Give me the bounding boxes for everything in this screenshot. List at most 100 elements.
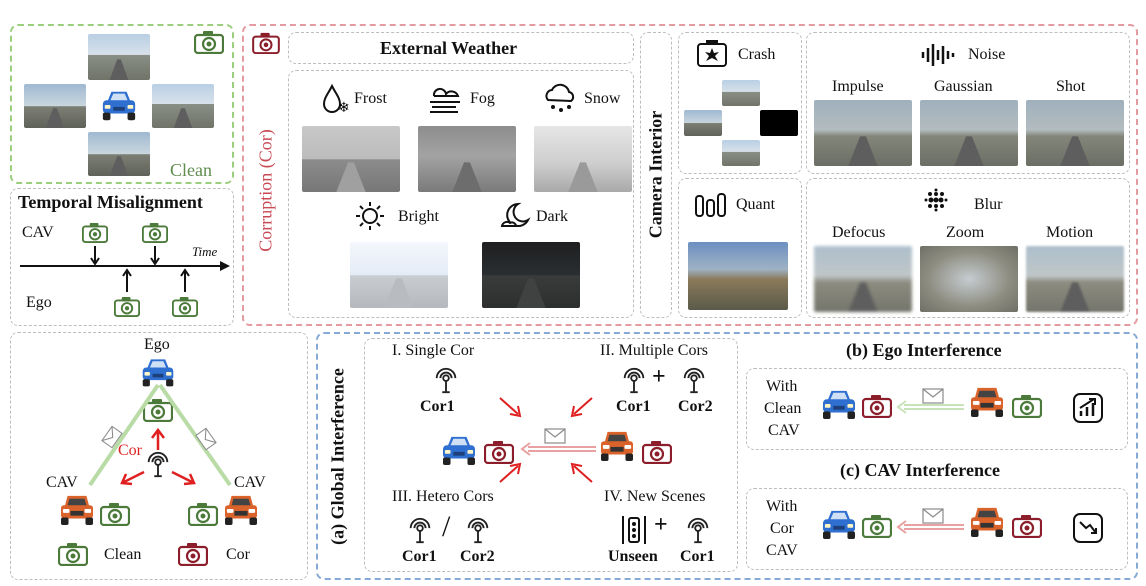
crash-black [760,110,798,136]
unseen-label: Unseen [608,548,658,565]
frost-label: Frost [354,90,387,107]
dark-photo [482,242,580,308]
red-arrows [499,397,593,483]
new-scenes-label: IV. New Scenes [604,488,706,505]
clean-panel [10,24,234,184]
cav-interference-title: (c) CAV Interference [840,460,1000,480]
crash-photo-left [684,110,722,136]
cav-interference-box [746,488,1128,570]
global-interference-box [364,338,738,572]
unseen-icon [622,516,646,544]
bright-icon [356,202,384,230]
ego-interference-title: (b) Ego Interference [846,340,1002,360]
external-weather-box [288,70,634,318]
snow-icon [545,83,575,112]
timeline-ticks [90,246,190,292]
ego-camera-icon-2 [172,296,198,317]
chart-up-icon [1073,393,1103,423]
ego-cav-label: CAV [768,422,800,439]
newscene-signal-icon [684,516,712,544]
triangle-edges [88,383,232,487]
cav-car-left-icon [58,494,96,526]
fog-icon [430,87,460,113]
hetero-signal-icon-1 [406,516,434,544]
blur-box [806,178,1130,318]
ego-clean-label: Clean [764,400,802,417]
zoom-photo [920,246,1018,312]
plus-1: + [652,364,666,390]
crash-icon [697,40,727,67]
triangle-cav-left-label: CAV [46,474,78,491]
fog-photo [418,126,516,192]
quant-label: Quant [736,196,776,213]
ego-interference-box [746,368,1128,450]
dark-icon [500,202,531,227]
clean-photo-top [88,34,150,80]
crash-box [678,32,802,174]
hetero-signal-icon-2 [464,516,492,544]
blur-label: Blur [974,196,1003,213]
plus-2: + [654,512,668,538]
multiple-signal-icon-1 [620,366,648,394]
cav-cor-label: Cor [770,520,794,537]
legend-cor-label: Cor [226,546,250,563]
quant-box [678,178,802,318]
noise-box [806,32,1130,174]
ego-b-car-icon [820,388,858,420]
snow-photo [534,126,632,192]
chart-down-icon [1073,513,1103,543]
svg-text:❄: ❄ [338,100,350,116]
gaussian-label: Gaussian [934,78,993,95]
bright-photo [350,242,448,308]
blur-icon [924,188,948,212]
ego-car-icon [100,88,138,122]
timeline-arrow [20,261,230,271]
global-cav-camera-icon [642,440,672,464]
dark-label: Dark [536,208,568,225]
multiple-signal-icon-2 [680,366,708,394]
zoom-label: Zoom [946,224,985,241]
cav-with-label: With [766,498,798,515]
bright-label: Bright [398,208,439,225]
cav-c-cav-camera-icon [1012,514,1042,538]
shot-photo [1026,100,1124,166]
clean-label: Clean [170,160,212,180]
ego-camera-icon-1 [114,296,140,317]
noise-icon [921,44,955,66]
external-weather-title-box [288,32,634,64]
triangle-panel [10,332,308,580]
crash-photo-top [722,80,760,106]
multiple-cor2-label: Cor2 [678,398,713,415]
defocus-photo [814,246,912,312]
legend-clean-camera-icon [58,542,88,566]
ego-b-cav-camera-icon [1012,394,1042,418]
corruption-panel [242,24,1138,326]
quant-photo [688,242,788,310]
cor-arrows [120,427,196,486]
camera-icon-green [194,30,224,54]
crash-label: Crash [738,46,776,63]
global-interference-label: (a) Global Interference [327,368,348,545]
cor-label: Cor [118,442,142,459]
temporal-ego-label: Ego [26,294,52,311]
corruption-side-label: Corruption (Cor) [255,129,276,252]
cav-c-car-icon [820,508,858,540]
clean-photo-left [24,84,86,128]
multiple-cors-label: II. Multiple Cors [600,342,708,359]
cav-c-camera-icon [862,514,892,538]
triangle-cav-right-label: CAV [234,474,266,491]
clean-photo-right [152,84,214,128]
noise-label: Noise [968,46,1006,63]
cav-c-link-arrow [896,520,964,534]
legend-clean-label: Clean [104,546,142,563]
clean-photo-bottom [88,132,150,176]
hetero-cor1-label: Cor1 [402,548,437,565]
interference-panel [316,332,1138,580]
impulse-label: Impulse [832,78,884,95]
multiple-cor1-label: Cor1 [616,398,651,415]
temporal-title: Temporal Misalignment [18,192,203,212]
global-link-arrow [520,442,596,456]
cav-cav-label: CAV [766,542,798,559]
ego-b-link-arrow [896,400,964,414]
temporal-cav-label: CAV [22,224,54,241]
